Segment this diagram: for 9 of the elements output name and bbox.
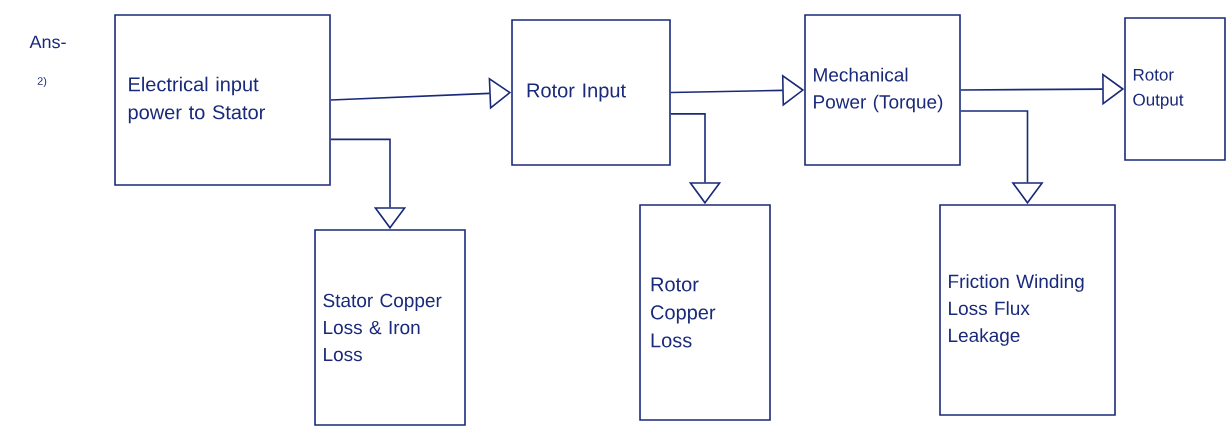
process-box: Rotor Copper Loss [639, 204, 771, 421]
process-box: Electrical input power to Stator [114, 14, 331, 186]
process-box: Stator Copper Loss & Iron Loss [314, 229, 466, 426]
process-box: Friction Winding Loss Flux Leakage [939, 204, 1116, 416]
note-text: 2) [37, 76, 47, 88]
process-box: Rotor Input [511, 19, 671, 166]
process-box: Mechanical Power (Torque) [804, 14, 961, 166]
note-text: Ans- [29, 35, 66, 49]
process-box: Rotor Output [1124, 17, 1226, 161]
